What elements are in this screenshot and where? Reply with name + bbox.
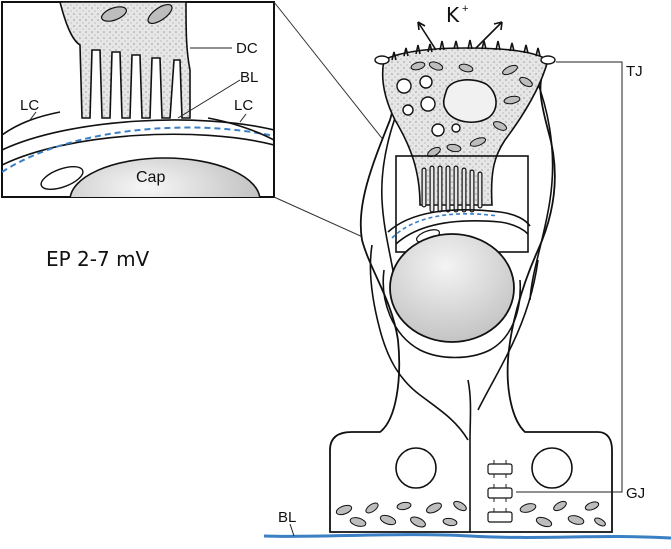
label-cap: Cap (136, 169, 165, 186)
vesicle (396, 78, 412, 94)
inset-capillary (69, 157, 261, 197)
capillary-wall-outer (387, 209, 531, 233)
intermediate-process-right (477, 259, 539, 411)
vesicle (431, 123, 445, 137)
dark-cell-body (59, 2, 191, 119)
label-ion: K (446, 3, 460, 27)
marginal-mitochondria (410, 61, 533, 158)
basal-mitochondria (335, 500, 606, 528)
leader-lc-right (239, 113, 247, 123)
inset-magnification: DC BL LC LC Cap (1, 1, 275, 198)
main-cell-diagram (329, 39, 613, 533)
vesicle (402, 104, 414, 116)
label-bl-inset: BL (240, 69, 258, 86)
inset-endothelium-outer (2, 119, 274, 151)
label-bl-main: BL (278, 509, 296, 526)
inset-endothelial-nucleus (40, 165, 84, 191)
label-ep: EP 2-7 mV (46, 247, 150, 271)
potassium-efflux-arrows: K + (417, 3, 503, 51)
label-lc-left: LC (20, 97, 39, 114)
basal-cell-nucleus-right (531, 447, 573, 489)
tj-gj-bracket (516, 61, 623, 493)
inset-mitochondrion (147, 3, 173, 25)
gap-junctions (487, 463, 513, 523)
microvilli (391, 39, 541, 61)
vesicle (451, 123, 461, 133)
main-basal-lamina (391, 213, 499, 239)
marginal-cell-nucleus (442, 79, 497, 123)
basal-cell-nucleus-left (395, 447, 437, 489)
label-lc-right: LC (234, 97, 253, 114)
vesicle (420, 96, 436, 112)
capillary (389, 233, 515, 343)
intermediate-process-left (369, 244, 469, 441)
capillary-endothelium-outer (382, 269, 522, 359)
tight-junction-left (374, 55, 390, 65)
basal-lamina-line (263, 533, 671, 540)
leader-bl-main (289, 523, 295, 537)
label-ion-charge: + (462, 3, 468, 15)
label-dc: DC (236, 40, 258, 57)
inset-lc-right-process (207, 117, 274, 141)
leader-bl-inset (177, 79, 241, 119)
tight-junction-right (540, 55, 556, 65)
zoom-connector-top (273, 1, 397, 157)
intermediate-wall-right (529, 77, 554, 301)
capillary-wall-inner (395, 220, 529, 245)
leader-lc-left (29, 111, 37, 121)
inset-mitochondrion (101, 6, 127, 22)
inset-endothelium-inner (2, 133, 274, 166)
inset-basal-lamina (2, 126, 274, 173)
label-gj: GJ (626, 485, 645, 502)
cell-divider (467, 379, 472, 532)
label-tj: TJ (626, 63, 643, 80)
vesicle (419, 75, 433, 89)
